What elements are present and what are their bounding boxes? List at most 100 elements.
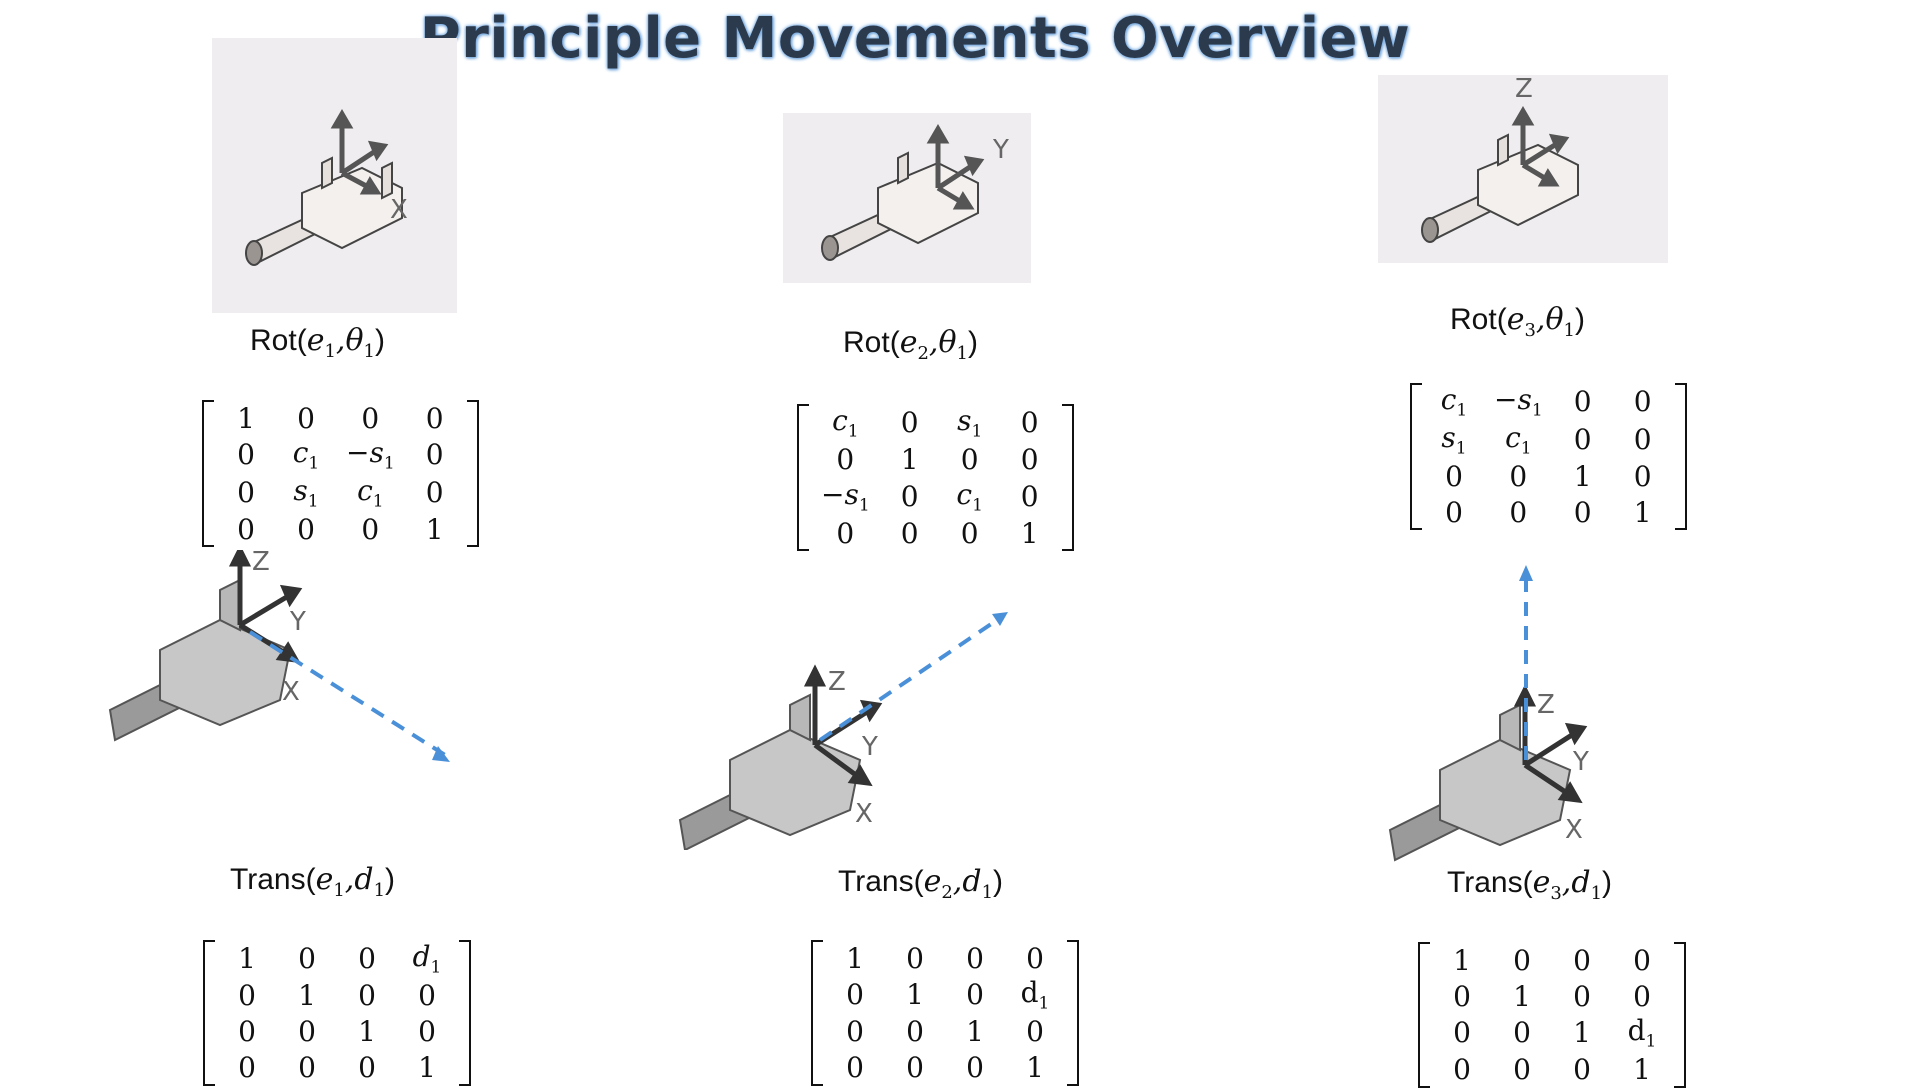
- right-bracket: [459, 940, 471, 1086]
- z-axis-label: Z: [1537, 690, 1555, 720]
- matrix-cell: 0: [960, 516, 979, 550]
- x-axis-label: X: [1565, 815, 1583, 845]
- trans-e2-caption: Trans(e2,d1): [838, 864, 1004, 903]
- matrix-cell: c1: [1505, 420, 1532, 459]
- matrix-cell: 1: [1453, 943, 1471, 977]
- matrix-cell: 0: [358, 942, 376, 976]
- matrix-cell: 0: [906, 941, 924, 975]
- matrix-cell: s1: [293, 473, 319, 512]
- matrix-cell: 0: [1509, 459, 1528, 493]
- matrix-cell: 0: [1026, 1015, 1044, 1049]
- matrix-cell: −s1: [1494, 383, 1543, 421]
- matrix-cell: c1: [832, 404, 859, 442]
- right-bracket: [1674, 383, 1687, 531]
- matrix-cell: s1: [957, 404, 983, 442]
- coordinate-axes-icon: [1511, 106, 1570, 187]
- matrix-cell: 0: [418, 1015, 436, 1049]
- matrix-cell: 0: [1633, 385, 1652, 419]
- y-axis-label: Y: [992, 135, 1009, 165]
- matrix-cell: 1: [966, 1015, 984, 1049]
- matrix-cell: 0: [960, 443, 979, 477]
- matrix-cell: 1: [1513, 979, 1531, 1013]
- matrix-cell: 0: [425, 475, 444, 509]
- matrix-cell: 0: [298, 1051, 316, 1085]
- translation-direction-arrow-icon: [818, 612, 1008, 742]
- left-bracket: [1418, 942, 1430, 1088]
- matrix-cell: 0: [1445, 495, 1463, 529]
- matrix-cell: c1: [1440, 383, 1468, 421]
- matrix-cell: 0: [1573, 495, 1592, 529]
- matrix-cell: 0: [1573, 943, 1591, 977]
- matrix-cell: c1: [357, 473, 384, 512]
- z-axis-label: Z: [1515, 75, 1533, 104]
- translation-direction-arrow-icon: [1519, 565, 1533, 760]
- matrix-cell: 0: [1020, 406, 1039, 440]
- matrix-cell: 1: [1026, 1051, 1044, 1085]
- matrix-cell: 0: [900, 479, 919, 513]
- matrix-cell: 1: [1020, 516, 1039, 550]
- matrix-cell: 0: [1573, 1053, 1591, 1087]
- matrix-cell: 0: [846, 978, 864, 1012]
- left-bracket: [202, 400, 214, 548]
- matrix-cell: 0: [358, 979, 376, 1013]
- matrix-cell: 0: [425, 438, 444, 472]
- matrix-cell: 0: [1633, 943, 1651, 977]
- matrix-cell: 0: [418, 979, 436, 1013]
- translation-direction-arrow-icon: [248, 630, 450, 762]
- matrix-cell: 0: [1633, 422, 1652, 456]
- coordinate-axes-icon: [228, 550, 303, 664]
- right-bracket: [1674, 942, 1686, 1088]
- z-axis-label: Z: [252, 550, 270, 577]
- l-bracket-part-icon: Y: [821, 124, 1009, 261]
- matrix-cell: s1: [1441, 420, 1467, 459]
- l-bracket-part-icon: [1388, 703, 1572, 862]
- l-bracket-part-icon: [108, 578, 292, 742]
- matrix-row: s1 c1 0 0: [1424, 421, 1673, 459]
- matrix-cell: 0: [1633, 459, 1652, 493]
- matrix-row: c1 −s1 0 0: [1424, 383, 1673, 421]
- matrix-cell: 0: [966, 941, 984, 975]
- matrix-cell: 0: [1573, 422, 1592, 456]
- matrix-cell: 0: [298, 1015, 316, 1049]
- translation-x-illustration: Z Y X: [100, 550, 480, 780]
- matrix-cell: 1: [1573, 459, 1592, 493]
- y-axis-label: Y: [1572, 747, 1589, 777]
- matrix-cell: 1: [1573, 1016, 1591, 1050]
- matrix-cell: 0: [238, 1015, 256, 1049]
- matrix-cell: d1: [1627, 1014, 1657, 1052]
- matrix-cell: −s1: [346, 436, 395, 474]
- matrix-cell: 0: [358, 1051, 376, 1085]
- matrix-cell: 0: [1573, 979, 1591, 1013]
- right-bracket: [466, 400, 479, 548]
- matrix-row: 0 0 1 0: [1424, 458, 1673, 494]
- trans-e3-caption: Trans(e3,d1): [1447, 865, 1613, 904]
- trans-e1-caption: Trans(e1,d1): [230, 862, 396, 901]
- matrix-cell: 0: [1445, 459, 1463, 493]
- x-axis-label: X: [282, 677, 300, 707]
- coordinate-axes-icon: [926, 124, 985, 210]
- l-bracket-part-icon: [678, 693, 862, 850]
- translation-z-illustration: Z Y X: [1385, 555, 1645, 865]
- matrix-cell: 1: [418, 1051, 436, 1085]
- matrix-cell: c1: [956, 477, 983, 516]
- matrix-cell: 0: [846, 1051, 864, 1085]
- matrix-cell: 0: [1513, 1053, 1531, 1087]
- matrix-cell: 0: [1573, 385, 1592, 419]
- matrix-cell: 0: [238, 979, 256, 1013]
- right-bracket: [1067, 940, 1079, 1086]
- matrix-cell: 1: [1633, 1053, 1651, 1087]
- matrix-cell: 0: [836, 443, 855, 477]
- y-axis-label: Y: [861, 732, 878, 762]
- matrix-cell: 0: [1020, 479, 1039, 513]
